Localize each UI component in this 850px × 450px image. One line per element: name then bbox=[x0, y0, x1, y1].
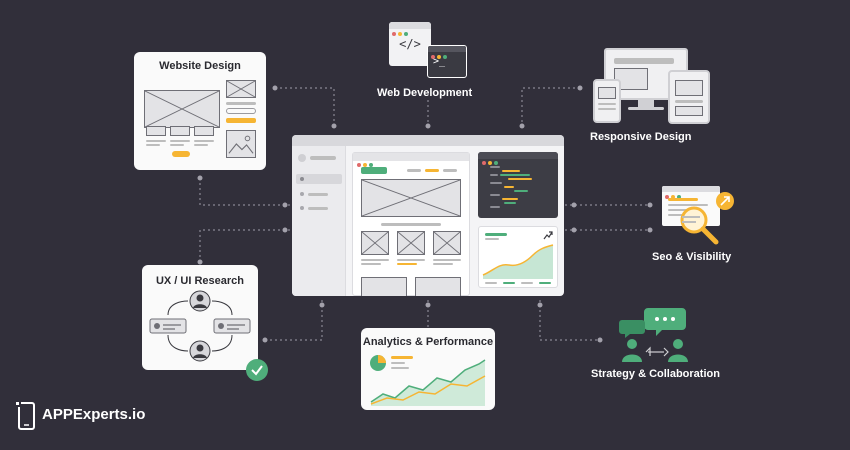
phone-icon bbox=[593, 79, 621, 123]
ux-ui-research-card: UX / UI Research bbox=[142, 265, 258, 370]
brand-name[interactable]: APPExperts.io bbox=[42, 406, 146, 423]
collaboration-icon bbox=[619, 308, 688, 362]
ux-ui-research-title: UX / UI Research bbox=[155, 275, 245, 287]
central-browser-window bbox=[292, 135, 564, 296]
code-window-icon: </> bbox=[389, 22, 431, 66]
strategy-collaboration-label: Strategy & Collaboration bbox=[591, 368, 720, 380]
analytics-performance-title: Analytics & Performance bbox=[362, 336, 494, 348]
mini-growth-chart bbox=[478, 226, 558, 288]
image-placeholder-icon bbox=[226, 80, 256, 98]
seo-page-icon bbox=[662, 186, 720, 226]
terminal-symbol: >_ bbox=[433, 56, 446, 67]
seo-visibility-label: Seo & Visibility bbox=[652, 251, 732, 263]
search-field-icon bbox=[226, 108, 256, 114]
analytics-performance-card: Analytics & Performance bbox=[361, 328, 495, 410]
picture-placeholder-icon bbox=[226, 130, 256, 158]
image-placeholder-icon bbox=[144, 90, 220, 128]
terminal-window-icon: >_ bbox=[427, 45, 467, 78]
check-badge-icon bbox=[246, 359, 268, 381]
responsive-design-label: Responsive Design bbox=[590, 131, 692, 143]
trend-arrow-icon bbox=[543, 231, 553, 240]
brand-logo-icon bbox=[15, 401, 35, 430]
website-design-title: Website Design bbox=[159, 60, 241, 72]
website-design-card: Website Design bbox=[134, 52, 266, 170]
trending-up-badge-icon bbox=[716, 192, 734, 210]
code-panel bbox=[478, 152, 558, 218]
pie-chart-icon bbox=[370, 355, 386, 371]
code-symbol: </> bbox=[399, 37, 421, 51]
magnifier-icon bbox=[680, 206, 719, 245]
web-development-label: Web Development bbox=[377, 87, 473, 99]
growth-chart bbox=[370, 359, 486, 406]
tablet-icon bbox=[668, 70, 710, 124]
